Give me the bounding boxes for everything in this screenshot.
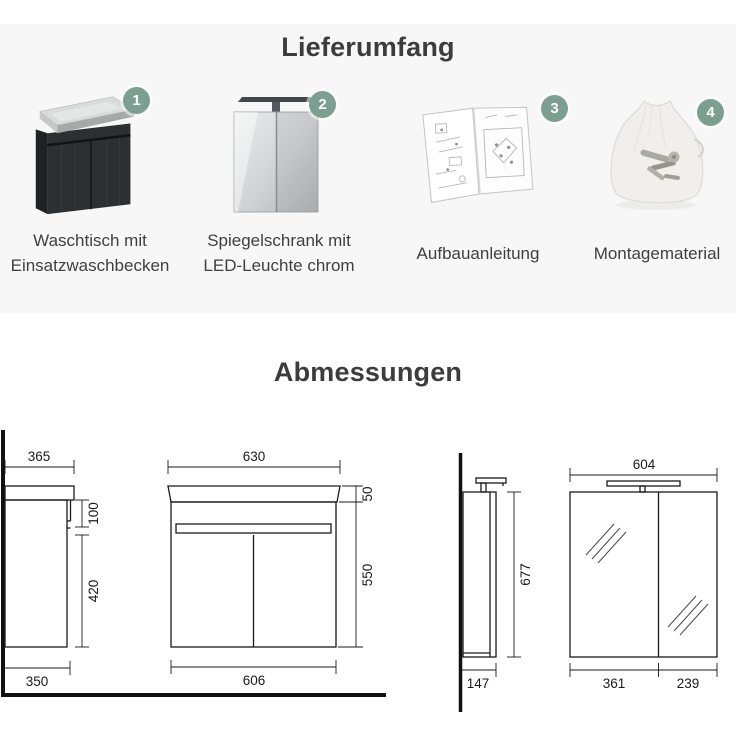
dim-mirror-left-door: 361 [603, 676, 626, 691]
dim-vanity-front-body: 550 [360, 564, 375, 587]
caption-line: Einsatzwaschbecken [10, 256, 170, 275]
caption-line: Aufbauanleitung [416, 243, 540, 263]
dimensions-title: Abmessungen [273, 357, 463, 387]
mirror-side-view: 677 147 [460, 477, 533, 691]
caption-line: LED-Leuchte chrom [203, 256, 355, 275]
hardware-bag-image: 4 [578, 85, 736, 220]
delivery-section: Lieferumfang [0, 24, 736, 313]
vanity-caption: Waschtisch mit Einsatzwaschbecken [11, 226, 170, 280]
delivery-item-mirror-cabinet: 2 Spiegelschrank mit LED-Leuchte chrom [180, 85, 378, 280]
delivery-item-instructions: 3 Aufbauanleitung [378, 85, 578, 280]
dimensions-section: Abmessungen 365 100 [0, 313, 736, 736]
vanity-illustration [35, 95, 136, 214]
hardware-caption: Montagematerial [594, 226, 721, 280]
caption-line: Montagematerial [593, 243, 721, 263]
instructions-caption: Aufbauanleitung [417, 226, 540, 280]
instructions-image: 3 [378, 85, 578, 220]
dim-vanity-side-lower: 420 [86, 580, 101, 603]
dim-mirror-height: 677 [518, 563, 533, 586]
item-number-badge: 2 [309, 91, 336, 118]
vanity-side-view: 365 100 420 350 [3, 449, 101, 689]
hardware-bag-illustration [610, 99, 704, 210]
dim-vanity-side-depth: 350 [26, 674, 49, 689]
item-number-badge: 3 [541, 95, 568, 122]
instructions-illustration [422, 106, 534, 203]
dim-mirror-width: 604 [633, 457, 656, 472]
mirror-front-view: 604 361 239 [569, 457, 718, 691]
dim-mirror-right-door: 239 [677, 676, 700, 691]
item-number-badge: 4 [697, 99, 724, 126]
delivery-title: Lieferumfang [281, 32, 455, 62]
technical-drawing: 365 100 420 350 [1, 430, 718, 712]
dim-mirror-depth: 147 [467, 676, 490, 691]
dim-vanity-side-width: 365 [28, 449, 51, 464]
mirror-cabinet-image: 2 [180, 85, 378, 220]
dim-vanity-side-upper: 100 [86, 502, 101, 525]
dim-vanity-front-width: 630 [243, 449, 266, 464]
delivery-item-hardware: 4 Montagematerial [578, 85, 736, 280]
mirror-cabinet-illustration [233, 96, 319, 212]
dim-vanity-front-bottom: 606 [243, 673, 266, 688]
delivery-items-row: 1 Waschtisch mit Einsatzwaschbecken [0, 85, 736, 280]
delivery-item-vanity: 1 Waschtisch mit Einsatzwaschbecken [0, 85, 180, 280]
mirror-cabinet-caption: Spiegelschrank mit LED-Leuchte chrom [203, 226, 354, 280]
caption-line: Spiegelschrank mit [207, 231, 351, 250]
vanity-image: 1 [0, 85, 180, 220]
caption-line: Waschtisch mit [33, 231, 147, 250]
vanity-front-view: 630 50 550 606 [167, 449, 375, 688]
dim-vanity-front-top: 50 [360, 486, 375, 501]
item-number-badge: 1 [123, 87, 150, 114]
